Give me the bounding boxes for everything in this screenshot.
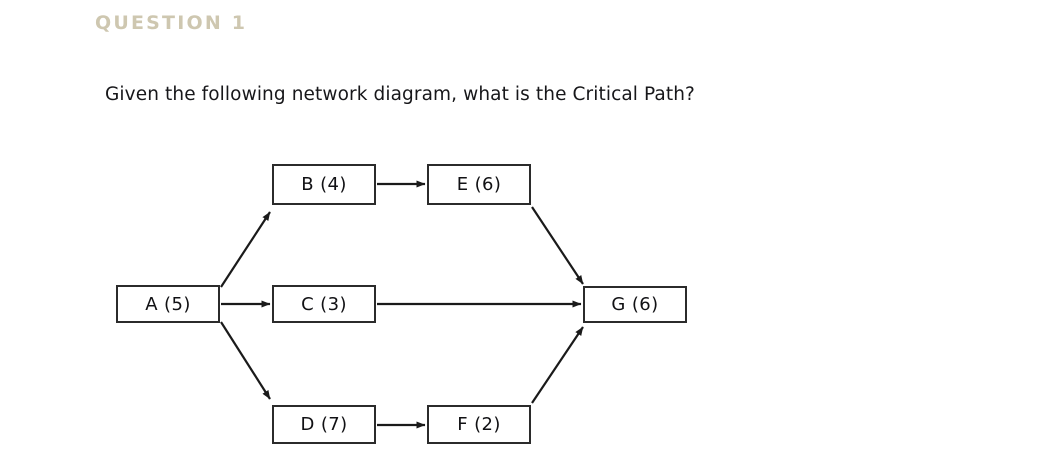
task-node-e: E (6) [427,164,531,205]
task-node-c: C (3) [272,285,376,323]
edge-a-to-b [220,211,271,288]
task-node-d: D (7) [272,405,376,444]
task-node-label: D (7) [300,414,348,435]
task-node-label: E (6) [456,174,502,195]
task-node-label: B (4) [301,174,347,195]
task-node-label: C (3) [301,293,347,315]
edge-e-to-g [531,206,584,285]
task-node-b: B (4) [272,164,376,205]
task-node-label: F (2) [457,414,501,435]
edge-a-to-d [220,321,271,400]
task-node-a: A (5) [116,285,220,323]
page-title: QUESTION 1 [95,12,248,34]
question-prompt-text: Given the following network diagram, wha… [105,84,695,105]
task-node-label: G (6) [611,294,659,315]
edge-f-to-g [531,326,584,404]
task-node-label: A (5) [145,293,191,315]
task-node-f: F (2) [427,405,531,444]
task-node-g: G (6) [583,286,687,323]
